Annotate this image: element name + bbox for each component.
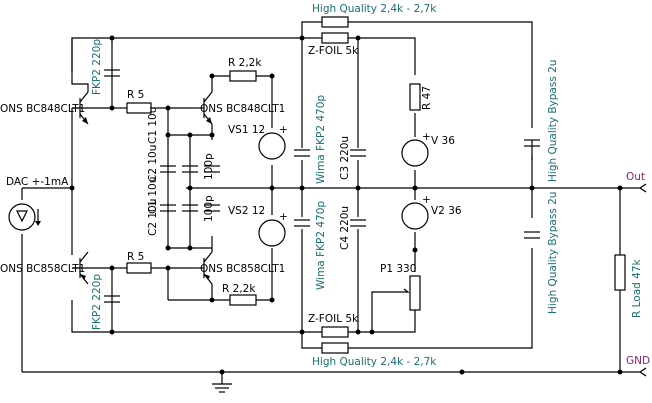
cap-c3	[350, 149, 366, 157]
capacitors	[104, 69, 540, 303]
label-vs1: VS1 12	[228, 124, 265, 136]
resistor-r5-top	[126, 102, 152, 114]
label-q3: ONS BC858CLT1	[0, 263, 85, 275]
resistor-hq-bot	[321, 342, 349, 354]
cap-fkp-top	[104, 69, 120, 77]
output-terminal-icon	[639, 183, 647, 193]
label-100p-top: 100p	[203, 153, 215, 180]
cap-fkp-bot	[104, 295, 120, 303]
label-fkp-top: FKP2 220p	[91, 39, 103, 95]
junction-dots	[69, 35, 623, 375]
transistor-q3-icon	[72, 251, 89, 285]
voltage-source-vs2-icon: +	[258, 211, 288, 247]
transistor-q2-icon	[196, 91, 213, 125]
label-p1: P1 330	[380, 263, 416, 275]
cap-bypass-bot	[524, 231, 540, 239]
resistor-zfoil-bot	[321, 326, 349, 338]
label-r22-top: R 2,2k	[228, 57, 262, 69]
label-c1-bot: C1 10u	[147, 177, 159, 214]
cap-c4	[350, 219, 366, 227]
label-c1-top: C1 10u	[147, 107, 159, 144]
label-c3: C3 220u	[339, 136, 351, 180]
voltage-source-vs1-icon: +	[258, 124, 288, 160]
label-r22-bot: R 2,2k	[222, 283, 256, 295]
label-vs2: VS2 12	[228, 205, 265, 217]
label-q2: ONS BC848CLT1	[200, 103, 285, 115]
resistor-hq-top	[321, 16, 349, 28]
label-bypass-top: High Quality Bypass 2u	[547, 60, 559, 182]
gnd-terminal-icon	[639, 367, 647, 377]
label-hq-top: High Quality 2,4k - 2,7k	[312, 3, 437, 15]
sources: + + + +	[8, 124, 431, 247]
resistor-zfoil-top	[321, 32, 349, 44]
label-hq-bot: High Quality 2,4k - 2,7k	[312, 356, 437, 368]
transistor-q1-icon	[72, 91, 89, 125]
label-v236: V2 36	[431, 205, 462, 217]
cap-c-bot	[160, 204, 220, 212]
voltage-source-v2-icon: +	[401, 194, 431, 230]
svg-text:+: +	[422, 194, 431, 206]
labels: High Quality 2,4k - 2,7k Z-FOIL 5k Z-FOI…	[0, 3, 650, 368]
label-fkp-bot: FKP2 220p	[91, 274, 103, 330]
label-zfoil-bot: Z-FOIL 5k	[308, 313, 359, 325]
transistors	[72, 91, 213, 285]
resistor-2k2-top	[229, 70, 257, 82]
label-q1: ONS BC848CLT1	[0, 103, 85, 115]
potentiometer-wiper-icon	[400, 288, 410, 293]
label-out: Out	[626, 171, 645, 183]
svg-text:+: +	[422, 131, 431, 143]
voltage-source-v-icon: +	[401, 131, 431, 167]
svg-text:+: +	[279, 124, 288, 136]
label-r5-bot: R 5	[127, 251, 144, 263]
cap-c-top	[160, 165, 220, 173]
current-source-dac-icon	[8, 203, 41, 231]
label-bypass-bot: High Quality Bypass 2u	[547, 192, 559, 314]
resistor-r47	[409, 83, 421, 111]
label-c4: C4 220u	[339, 206, 351, 250]
cap-wima-bot	[294, 219, 310, 227]
label-r47: R 47	[421, 86, 433, 110]
resistor-2k2-bot	[229, 294, 257, 306]
svg-text:+: +	[279, 211, 288, 223]
label-c2-bot: C2 10u	[147, 199, 159, 236]
ground-icon	[212, 383, 232, 393]
resistors	[126, 16, 626, 354]
label-wima-top: Wima FKP2 470p	[315, 95, 327, 184]
label-100p-bot: 100p	[203, 195, 215, 222]
label-q4: ONS BC858CLT1	[200, 263, 285, 275]
label-wima-bot: Wima FKP2 470p	[315, 201, 327, 290]
label-v36: V 36	[431, 135, 455, 147]
label-gnd: GND	[626, 355, 650, 367]
label-r5-top: R 5	[127, 89, 144, 101]
label-dac: DAC +-1mA	[6, 176, 69, 188]
cap-bypass-top	[524, 139, 540, 147]
resistor-rload	[614, 254, 626, 291]
transistor-q4-icon	[196, 251, 213, 285]
label-rload: R Load 47k	[631, 258, 643, 318]
label-zfoil-top: Z-FOIL 5k	[308, 45, 359, 57]
cap-wima-top	[294, 149, 310, 157]
resistor-r5-bot	[126, 262, 152, 274]
label-c2-top: C2 10u	[147, 145, 159, 182]
potentiometer-p1	[409, 275, 421, 311]
